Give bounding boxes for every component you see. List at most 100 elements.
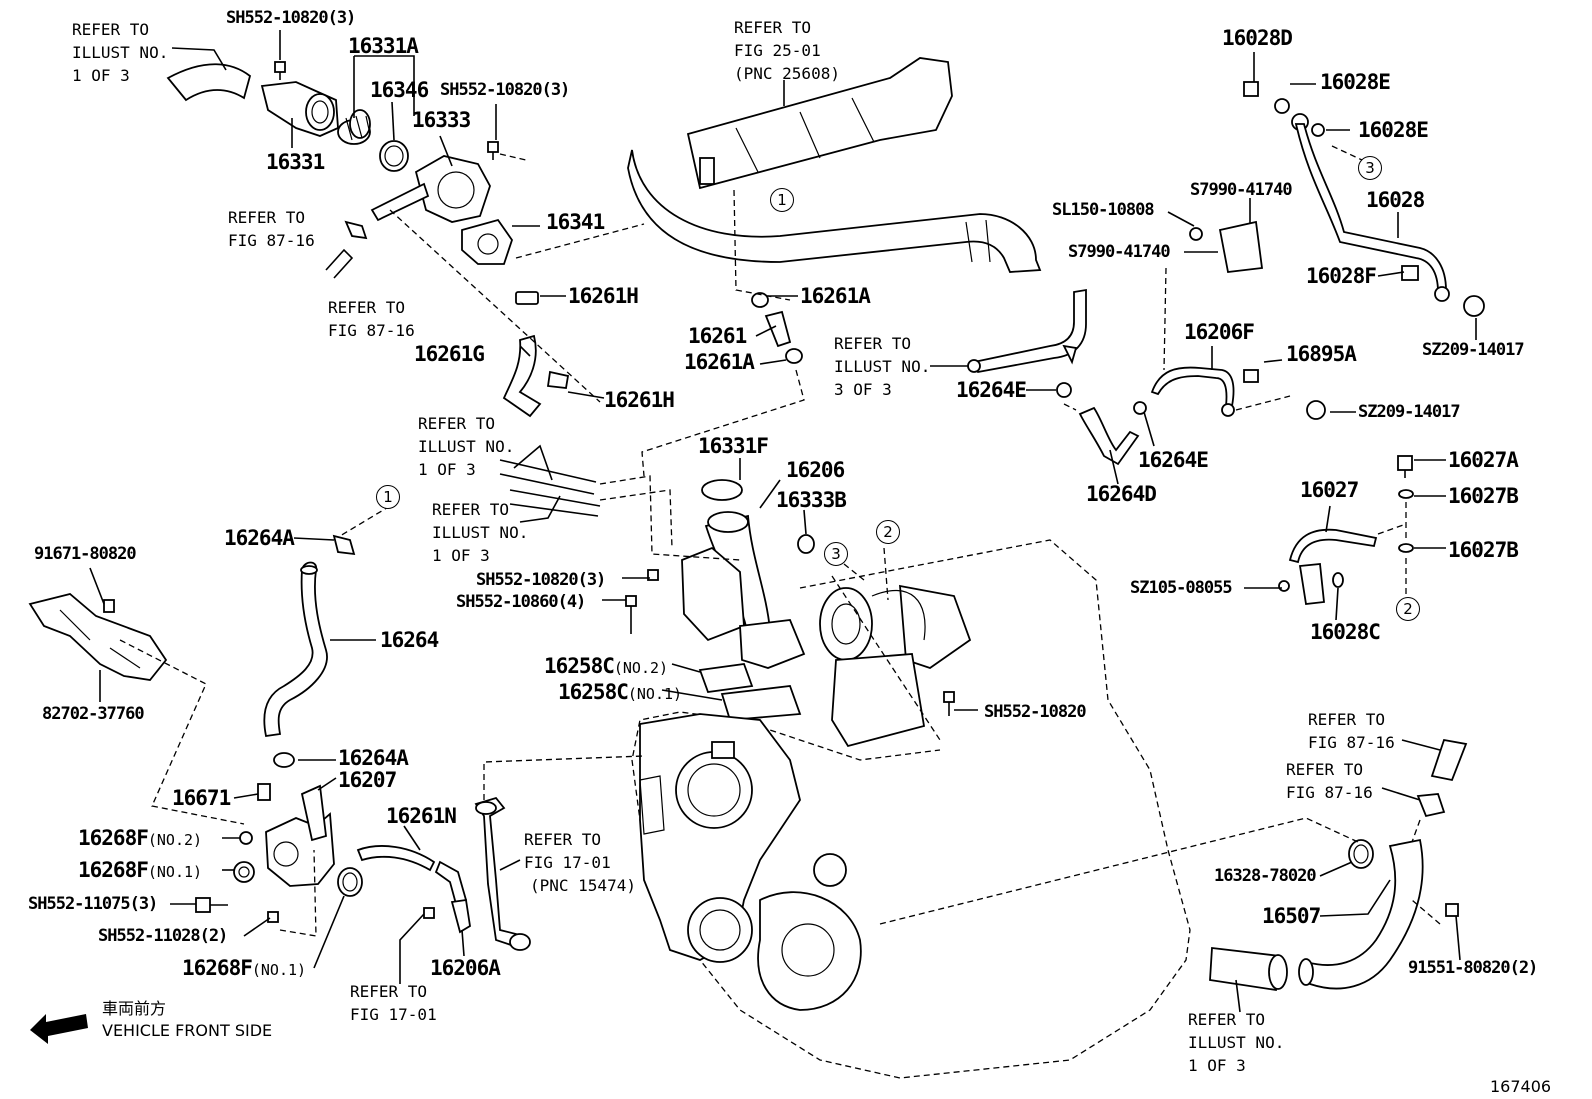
part-label[interactable]: 16895A	[1286, 342, 1357, 366]
part-label[interactable]: 16028C	[1310, 620, 1381, 644]
ref-line: REFER TO	[328, 298, 406, 317]
ref-line: FIG 17-01	[350, 1005, 437, 1024]
part-label[interactable]: 16264D	[1086, 482, 1157, 506]
ref-line: FIG 87-16	[1308, 733, 1395, 752]
part-label[interactable]: 16331A	[348, 34, 419, 58]
gaskets-16258C	[698, 663, 802, 721]
clamp-16261A	[751, 292, 803, 364]
part-label[interactable]: SH552-10820(3)	[476, 570, 606, 590]
ref-line: REFER TO	[432, 500, 510, 519]
callout-1[interactable]: 1	[376, 485, 400, 509]
part-label[interactable]: 16028E	[1320, 70, 1391, 94]
part-label[interactable]: 16206	[786, 458, 845, 482]
hose-16261G	[502, 291, 570, 418]
part-label[interactable]: 16206A	[430, 956, 501, 980]
part-label[interactable]: 16207	[338, 768, 397, 792]
part-label[interactable]: 16333	[412, 108, 471, 132]
part-label[interactable]: 16264E	[956, 378, 1027, 402]
hose-16264	[263, 561, 328, 738]
part-label-16268F-no1[interactable]: 16268F(NO.1)	[78, 860, 202, 881]
part-label[interactable]: SH552-10860(4)	[456, 592, 586, 612]
part-label[interactable]: 16331F	[698, 434, 769, 458]
part-label-16258C-no2[interactable]: 16258C(NO.2)	[544, 656, 668, 677]
part-label[interactable]: S7990-41740	[1190, 180, 1293, 200]
part-suffix: (NO.1)	[147, 863, 203, 881]
ref-line: 3 OF 3	[834, 380, 892, 399]
part-label[interactable]: 16027	[1300, 478, 1359, 502]
callout-2[interactable]: 2	[1396, 597, 1420, 621]
part-label[interactable]: 16261A	[684, 350, 755, 374]
ref-illust-3of3: REFER TO ILLUST NO. 3 OF 3	[834, 332, 930, 401]
ref-line: ILLUST NO.	[1188, 1033, 1285, 1052]
part-label[interactable]: 16028E	[1358, 118, 1429, 142]
part-label[interactable]: 16264E	[1138, 448, 1209, 472]
part-label[interactable]: 16206F	[1184, 320, 1255, 344]
hose-16264E	[967, 288, 1140, 466]
part-label-16258C-no1[interactable]: 16258C(NO.1)	[558, 682, 682, 703]
part-label[interactable]: SH552-10820	[984, 702, 1087, 722]
ref-fig-87-16-b: REFER TO FIG 87-16	[328, 296, 415, 342]
gasket-16346	[379, 140, 409, 172]
part-label-16268F-no2[interactable]: 16268F(NO.2)	[78, 828, 202, 849]
part-label[interactable]: 16261	[688, 324, 747, 348]
part-label[interactable]: 16027B	[1448, 538, 1519, 562]
bracket-82702	[28, 593, 168, 681]
callout-2[interactable]: 2	[876, 520, 900, 544]
ref-line: FIG 87-16	[328, 321, 415, 340]
water-inlet-16331	[260, 81, 339, 137]
part-label[interactable]: SH552-11075(3)	[28, 894, 158, 914]
part-label[interactable]: 16264A	[338, 746, 409, 770]
part-label[interactable]: 16028	[1366, 188, 1425, 212]
part-label[interactable]: SZ209-14017	[1358, 402, 1461, 422]
bolts-engine	[625, 569, 955, 716]
part-label[interactable]: 16027B	[1448, 484, 1519, 508]
part-label[interactable]: SH552-10820(3)	[226, 8, 356, 28]
ref-illust-1of3-mid-a: REFER TO ILLUST NO. 1 OF 3	[418, 412, 514, 481]
part-label[interactable]: 16507	[1262, 904, 1321, 928]
callout-3[interactable]: 3	[824, 542, 848, 566]
part-label[interactable]: 16261H	[568, 284, 639, 308]
bolt-top	[274, 61, 286, 80]
ref-illust-1of3-bottom: REFER TO ILLUST NO. 1 OF 3	[1188, 1008, 1284, 1077]
pipe-16028	[1243, 81, 1485, 317]
part-label[interactable]: 16261H	[604, 388, 675, 412]
part-label[interactable]: S7990-41740	[1068, 242, 1171, 262]
part-label[interactable]: 16261N	[386, 804, 457, 828]
clip-16264A	[332, 534, 356, 556]
ref-line: REFER TO	[524, 830, 602, 849]
part-label[interactable]: SH552-11028(2)	[98, 926, 228, 946]
ref-line: 1 OF 3	[72, 66, 130, 85]
hoses-ref-1of3	[499, 459, 601, 517]
part-label[interactable]: 91551-80820(2)	[1408, 958, 1538, 978]
part-label[interactable]: SZ209-14017	[1422, 340, 1525, 360]
part-label[interactable]: 16671	[172, 786, 231, 810]
callout-1[interactable]: 1	[770, 188, 794, 212]
part-label[interactable]: 16261G	[414, 342, 485, 366]
part-label[interactable]: 91671-80820	[34, 544, 137, 564]
part-label[interactable]: 16333B	[776, 488, 847, 512]
part-label[interactable]: 16264A	[224, 526, 295, 550]
ref-line: REFER TO	[72, 20, 150, 39]
part-label[interactable]: 16027A	[1448, 448, 1519, 472]
ref-line: ILLUST NO.	[432, 523, 529, 542]
part-label[interactable]: 16028D	[1222, 26, 1293, 50]
part-label[interactable]: 16341	[546, 210, 605, 234]
part-label[interactable]: SZ105-08055	[1130, 578, 1233, 598]
part-label-16268F-no1-b[interactable]: 16268F(NO.1)	[182, 958, 306, 979]
part-label[interactable]: SL150-10808	[1052, 200, 1155, 220]
part-label[interactable]: 16346	[370, 78, 429, 102]
part-label[interactable]: 16261A	[800, 284, 871, 308]
part-label[interactable]: 82702-37760	[42, 704, 145, 724]
part-label[interactable]: 16328-78020	[1214, 866, 1317, 886]
ref-line: REFER TO	[350, 982, 428, 1001]
part-label[interactable]: 16028F	[1306, 264, 1377, 288]
part-label[interactable]: 16264	[380, 628, 439, 652]
ref-line: ILLUST NO.	[834, 357, 931, 376]
pipe-16261N	[356, 845, 471, 934]
ref-line: ILLUST NO.	[418, 437, 515, 456]
part-label[interactable]: SH552-10820(3)	[440, 80, 570, 100]
callout-3[interactable]: 3	[1358, 156, 1382, 180]
upper-hose-stub	[166, 63, 252, 102]
part-label[interactable]: 16331	[266, 150, 325, 174]
